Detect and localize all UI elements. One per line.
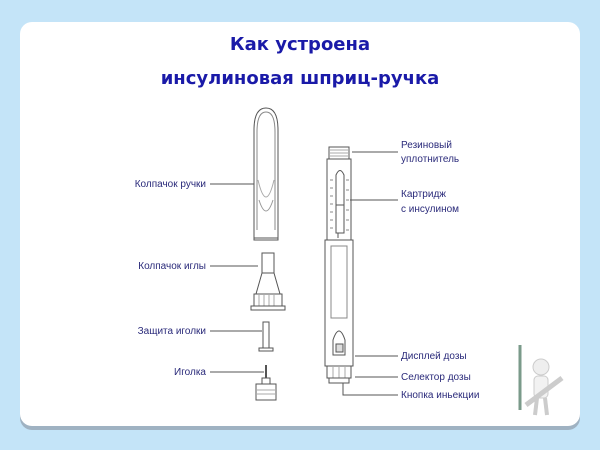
label-cartridge-2: с инсулином [401, 204, 460, 215]
label-needle-cap: Колпачок иглы [138, 261, 206, 272]
needle-cap-icon [250, 252, 286, 311]
label-cartridge-1: Картридж [401, 189, 446, 200]
label-rubber-seal-2: уплотнитель [401, 154, 460, 165]
pen-cap-icon [253, 107, 279, 241]
slide-card [20, 22, 580, 426]
figure-with-syringe-icon [518, 345, 564, 416]
needle-guard-icon [258, 321, 274, 352]
label-injection-button: Кнопка иньекции [401, 390, 480, 401]
label-dose-display: Дисплей дозы [401, 351, 467, 362]
needle-icon [255, 365, 277, 401]
label-needle-guard: Защита иголки [137, 326, 206, 337]
label-pen-cap: Колпачок ручки [134, 179, 206, 190]
label-rubber-seal-1: Резиновый [401, 140, 452, 151]
label-dose-selector: Селектор дозы [401, 372, 471, 383]
label-needle: Иголка [174, 367, 206, 378]
pen-body-icon [324, 146, 354, 384]
title-line-2: инсулиновая шприц-ручка [160, 68, 440, 89]
title-line-1: Как устроена [229, 34, 371, 55]
